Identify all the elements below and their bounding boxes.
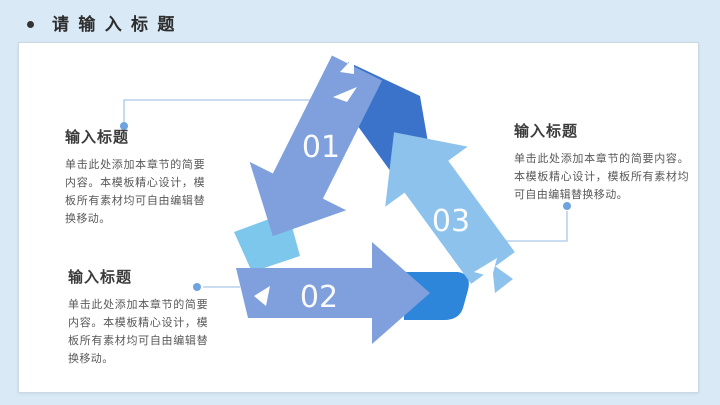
connector-dot (120, 122, 128, 130)
block-title: 输入标题 (514, 122, 579, 140)
connector-dot (563, 202, 571, 210)
arrow-03-shape (385, 132, 515, 284)
connector-dot (193, 283, 201, 291)
step-number-02: 02 (300, 280, 338, 315)
arrow-03-tail-curl (492, 264, 513, 293)
notch-apex-tail (340, 57, 354, 74)
notch-arrow-02 (254, 286, 270, 306)
block-title: 输入标题 (65, 128, 130, 146)
slide-title: 请输入标题 (52, 15, 184, 35)
connector-bottom-left (193, 283, 240, 291)
connector-line (497, 211, 568, 242)
slide-title-row: 请输入标题 (0, 10, 720, 38)
block-body: 单击此处添加本章节的简要内容。本模板精心设计，模板所有素材均可自由编辑替换移动。 (514, 152, 689, 201)
block-body: 单击此处添加本章节的简要内容。本模板精心设计，模板所有素材均可自由编辑替换移动。 (68, 298, 208, 365)
block-body: 单击此处添加本章节的简要内容。本模板精心设计，模板所有素材均可自由编辑替换移动。 (65, 158, 205, 225)
text-block-top-left: 输入标题 单击此处添加本章节的简要内容。本模板精心设计，模板所有素材均可自由编辑… (65, 126, 205, 228)
arrow-01 (249, 55, 383, 237)
step-number-03: 03 (432, 204, 470, 239)
title-bullet-icon (27, 21, 34, 28)
block-title: 输入标题 (68, 268, 133, 286)
notch-arrow-03 (474, 258, 497, 277)
arrow-03 (385, 132, 515, 284)
text-block-right: 输入标题 单击此处添加本章节的简要内容。本模板精心设计，模板所有素材均可自由编辑… (514, 120, 689, 204)
text-block-bottom-left: 输入标题 单击此处添加本章节的简要内容。本模板精心设计，模板所有素材均可自由编辑… (68, 266, 208, 368)
step-number-01: 01 (302, 130, 340, 165)
arrow-01-shape (249, 55, 383, 237)
notch-arrow-01 (333, 87, 357, 102)
connector-line (123, 99, 311, 122)
arrow-02 (236, 242, 430, 344)
connector-right (497, 202, 571, 242)
fold-bottom-right-bright (404, 272, 469, 320)
connector-top-left (120, 99, 311, 130)
